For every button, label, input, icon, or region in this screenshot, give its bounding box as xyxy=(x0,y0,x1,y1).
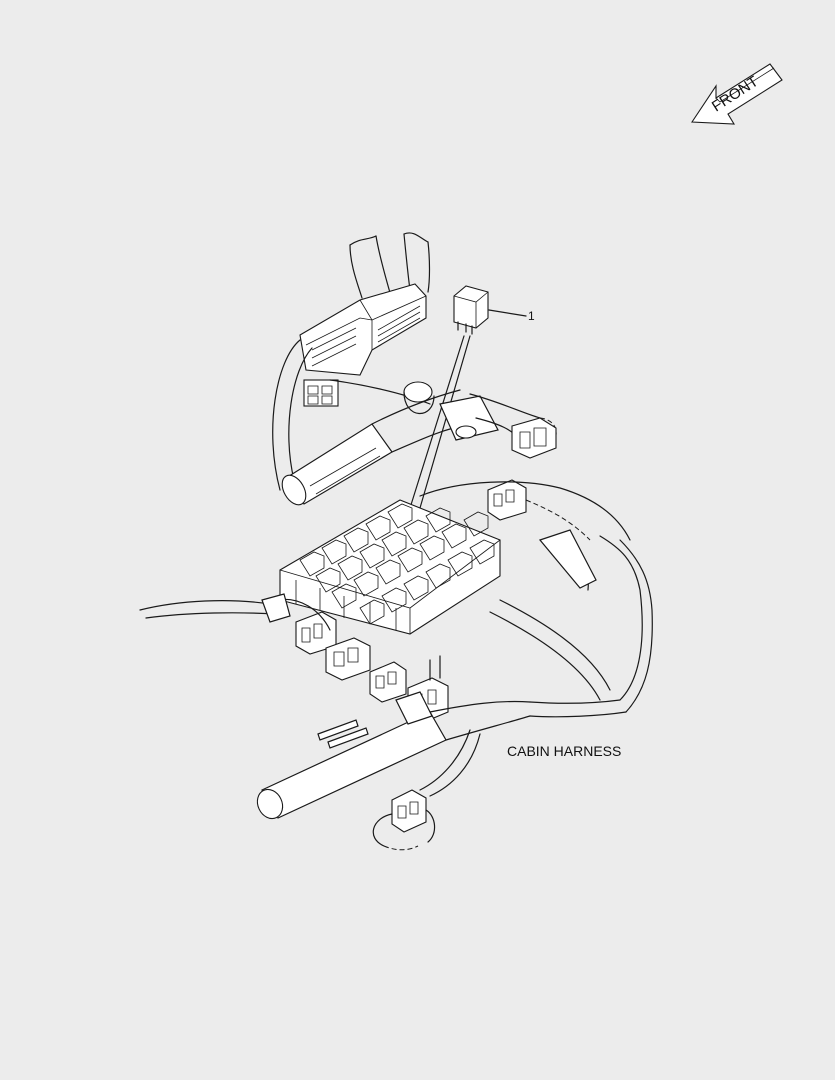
upper-connector-block xyxy=(299,283,427,407)
cross-cable xyxy=(139,593,611,701)
side-connector xyxy=(487,479,527,521)
relay-location-lines xyxy=(409,335,471,509)
cabin-harness-label: CABIN HARNESS xyxy=(507,743,621,759)
upper-cables xyxy=(349,232,431,301)
wire-stubs xyxy=(317,719,369,749)
callout-1-label: 1 xyxy=(528,309,535,323)
main-harness-loop xyxy=(419,481,653,718)
bottom-pigtail-connector xyxy=(372,729,481,851)
cylinder-tube xyxy=(281,389,471,506)
relay-component xyxy=(453,285,489,335)
front-arrow-icon: FRONT xyxy=(691,63,783,125)
fuse-relay-box xyxy=(279,499,501,635)
callout-leader-line xyxy=(488,309,527,317)
lower-tube xyxy=(256,691,531,820)
grommet xyxy=(403,381,499,441)
right-wire-connector xyxy=(469,393,557,459)
